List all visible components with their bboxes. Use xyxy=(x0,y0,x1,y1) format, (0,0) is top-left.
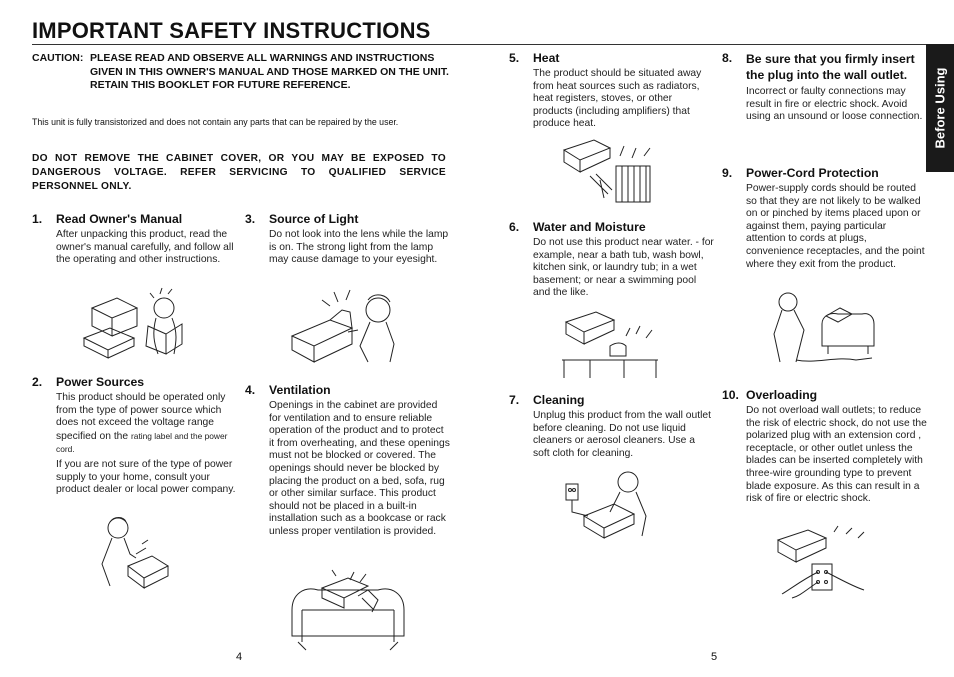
section-heading: Read Owner's Manual xyxy=(56,212,183,226)
section-heat: 5. Heat The product should be situated aw… xyxy=(509,51,714,131)
section-number: 9. xyxy=(722,166,733,180)
section-body: After unpacking this product, read the o… xyxy=(56,229,234,266)
power-cord-illustration xyxy=(766,290,876,366)
side-tab-label: Before Using xyxy=(932,67,948,149)
section-power-cord: 9. Power-Cord Protection Power-supply cor… xyxy=(722,166,927,271)
section-heading: Water and Moisture xyxy=(533,220,646,234)
section-heading: Power-Cord Protection xyxy=(746,166,879,180)
caution-label: CAUTION: xyxy=(32,52,84,64)
overloading-outlet-illustration xyxy=(772,524,872,600)
section-heading: Overloading xyxy=(746,388,818,402)
caution-text: PLEASE READ AND OBSERVE ALL WARNINGS AND… xyxy=(90,52,449,92)
section-water-moisture: 6. Water and Moisture Do not use this pro… xyxy=(509,220,714,300)
section-overloading: 10. Overloading Do not overload wall outl… xyxy=(722,388,927,506)
page-number-right: 5 xyxy=(711,651,718,663)
page-number-left: 4 xyxy=(236,651,243,663)
section-number: 10. xyxy=(722,388,739,402)
section-body: Openings in the cabinet are provided for… xyxy=(269,400,450,537)
side-tab: Before Using xyxy=(926,44,954,172)
section-read-manual: 1. Read Owner's Manual After unpacking th… xyxy=(32,212,237,267)
water-sink-illustration xyxy=(560,306,660,380)
section-number: 8. xyxy=(722,51,733,65)
section-body-small: rating label and the power cord. xyxy=(56,430,228,455)
section-number: 2. xyxy=(32,375,43,389)
section-number: 3. xyxy=(245,212,256,226)
warning-text: DO NOT REMOVE THE CABINET COVER, OR YOU … xyxy=(32,153,446,192)
cleaning-illustration xyxy=(562,468,658,540)
section-body-2: If you are not sure of the type of power… xyxy=(56,458,236,496)
section-power-sources: 2. Power Sources This product should be o… xyxy=(32,375,237,497)
section-body: Do not overload wall outlets; to reduce … xyxy=(746,405,927,505)
section-body: Unplug this product from the wall outlet… xyxy=(533,410,711,459)
intro-text: This unit is fully transistorized and do… xyxy=(32,117,399,127)
ventilation-sofa-illustration xyxy=(288,570,408,652)
title-rule xyxy=(32,44,950,45)
section-number: 4. xyxy=(245,383,256,397)
section-number: 1. xyxy=(32,212,43,226)
section-heading: Power Sources xyxy=(56,375,145,389)
section-body: Do not use this product near water. - fo… xyxy=(533,237,714,299)
section-body: The product should be situated away from… xyxy=(533,68,702,130)
heat-radiator-illustration xyxy=(560,136,660,206)
reading-manual-illustration xyxy=(82,288,192,358)
section-heading: Ventilation xyxy=(269,383,331,397)
section-number: 5. xyxy=(509,51,520,65)
section-number: 6. xyxy=(509,220,520,234)
section-body: Power-supply cords should be routed so t… xyxy=(746,183,925,270)
power-source-illustration xyxy=(92,514,172,594)
section-body: Do not look into the lens while the lamp… xyxy=(269,229,449,266)
section-firm-plug: 8. Be sure that you firmly insert the plu… xyxy=(722,51,924,124)
section-source-of-light: 3. Source of Light Do not look into the l… xyxy=(245,212,450,267)
section-body: Incorrect or faulty connections may resu… xyxy=(746,86,923,123)
page-title: IMPORTANT SAFETY INSTRUCTIONS xyxy=(32,18,431,43)
section-heading: Heat xyxy=(533,51,560,65)
section-cleaning: 7. Cleaning Unplug this product from the … xyxy=(509,393,714,460)
light-source-illustration xyxy=(290,288,410,364)
section-heading: Be sure that you firmly insert the plug … xyxy=(746,52,915,82)
section-heading: Source of Light xyxy=(269,212,359,226)
section-number: 7. xyxy=(509,393,520,407)
section-body: This product should be operated only fro… xyxy=(56,392,226,442)
section-ventilation: 4. Ventilation Openings in the cabinet ar… xyxy=(245,383,450,539)
section-heading: Cleaning xyxy=(533,393,585,407)
